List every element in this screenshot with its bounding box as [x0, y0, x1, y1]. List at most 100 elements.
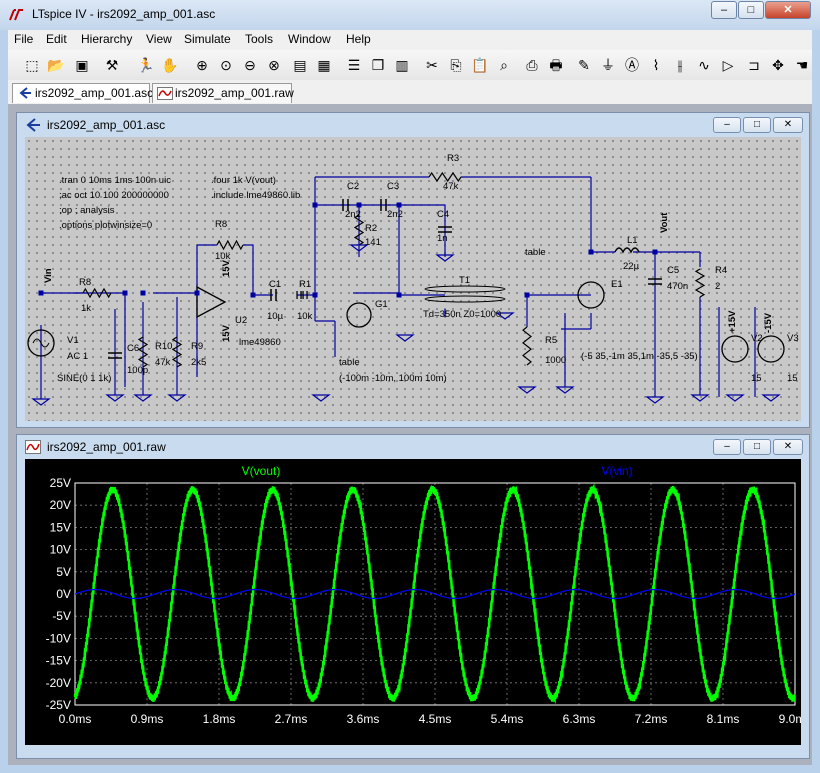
junction [396, 292, 402, 298]
resistor-r5 [522, 326, 532, 366]
diode-icon[interactable]: ▷ [722, 57, 734, 73]
junction [312, 202, 318, 208]
junction [140, 290, 146, 296]
label-v3_val: 15 [787, 373, 798, 384]
schematic-restore-button[interactable]: □ [743, 117, 771, 133]
capacitor-c2 [342, 199, 349, 211]
print-icon[interactable]: 🖶 [549, 57, 563, 73]
cascade-icon[interactable]: ❐ [371, 57, 385, 73]
menu-simulate[interactable]: Simulate [184, 32, 231, 46]
drag-icon[interactable]: ☚ [795, 57, 809, 73]
zoom-pan-icon[interactable]: ⊙ [220, 57, 232, 73]
find-icon[interactable]: ⌕ [500, 57, 508, 73]
spice-directive: .include lme49860.lib [211, 190, 300, 201]
x-tick-label: 5.4ms [491, 712, 524, 726]
minimize-button[interactable]: – [711, 1, 737, 19]
capacitor-icon[interactable]: ⫲ [677, 57, 683, 73]
y-tick-label: -10V [46, 631, 71, 645]
tab-waveform-label: irs2092_amp_001.raw [175, 86, 294, 100]
halt-icon[interactable]: ✋ [161, 57, 179, 73]
move-icon[interactable]: ✥ [772, 57, 784, 73]
menu-tools[interactable]: Tools [245, 32, 274, 46]
zoom-out-icon[interactable]: ⊖ [244, 57, 256, 73]
tab-waveform[interactable]: irs2092_amp_001.raw [152, 83, 294, 103]
label-c4_val: 1n [437, 233, 448, 244]
menu-edit[interactable]: Edit [46, 32, 67, 46]
capacitor-c5 [648, 278, 662, 285]
spice-directive: .tran 0 10ms 1ms 100n uic [59, 175, 171, 186]
tile-vertical-icon[interactable]: ▥ [395, 57, 409, 73]
waveform-icon[interactable]: ▦ [317, 57, 331, 73]
ground-icon [167, 394, 187, 402]
schematic-canvas[interactable]: .tran 0 10ms 1ms 100n uic;ac oct 10 100 … [25, 137, 801, 421]
series-line-vin [74, 589, 796, 599]
y-tick-label: -5V [52, 609, 71, 623]
maximize-button[interactable]: □ [738, 1, 764, 19]
tile-horizontal-icon[interactable]: ☰ [347, 57, 361, 73]
new-schematic-icon[interactable]: ⬚ [25, 57, 39, 73]
run-icon[interactable]: 🏃 [137, 57, 155, 73]
ground-icon [133, 394, 153, 402]
close-button[interactable]: ✕ [765, 1, 811, 19]
ground-icon [517, 386, 537, 394]
x-tick-label: 4.5ms [419, 712, 452, 726]
label-r4_val: 2 [715, 281, 720, 292]
ltspice-logo-icon [9, 9, 23, 21]
waveform-close-button[interactable]: ✕ [773, 439, 803, 455]
legend-vout: V(vout) [242, 464, 281, 478]
autoscale-icon[interactable]: ▤ [293, 57, 307, 73]
resistor-icon[interactable]: ⌇ [652, 57, 660, 73]
capacitor-c3 [380, 199, 387, 211]
tab-schematic[interactable]: irs2092_amp_001.asc [12, 83, 153, 103]
menu-hierarchy[interactable]: Hierarchy [81, 32, 133, 46]
label-c2_val: 2n2 [345, 209, 361, 220]
schematic-drawing[interactable]: .tran 0 10ms 1ms 100n uic;ac oct 10 100 … [25, 137, 801, 421]
source-v2 [721, 335, 749, 363]
component-icon[interactable]: ⊐ [748, 57, 760, 73]
title-bar: LTspice IV - irs2092_amp_001.asc – □ ✕ [0, 0, 820, 30]
label-c3_val: 2n2 [387, 209, 403, 220]
schematic-minimize-button[interactable]: – [713, 117, 741, 133]
zoom-in-icon[interactable]: ⊕ [196, 57, 208, 73]
label-c4: C4 [437, 209, 449, 220]
menu-window[interactable]: Window [288, 32, 331, 46]
zoom-cancel-icon[interactable]: ⊗ [268, 57, 280, 73]
y-tick-label: 15V [50, 520, 71, 534]
label-c1_val: 10µ [267, 311, 284, 322]
inductor-icon[interactable]: ∿ [698, 57, 710, 73]
label-t1: T1 [459, 275, 470, 286]
waveform-icon [157, 87, 173, 100]
label-icon[interactable]: Ⓐ [625, 57, 639, 73]
open-icon[interactable]: 📂 [47, 57, 65, 73]
ground-icon [555, 386, 575, 394]
waveform-restore-button[interactable]: □ [743, 439, 771, 455]
ground-icon[interactable]: ⏚ [601, 57, 615, 73]
save-icon[interactable]: ▣ [75, 57, 89, 73]
label-r8a: R8 [79, 277, 91, 288]
control-panel-icon[interactable]: ⚒ [105, 57, 119, 73]
label-r5: R5 [545, 335, 557, 346]
menu-help[interactable]: Help [346, 32, 371, 46]
copy-icon[interactable]: ⎘ [450, 57, 462, 73]
schematic-close-button[interactable]: ✕ [773, 117, 803, 133]
menu-view[interactable]: View [146, 32, 172, 46]
label-v1_sine: SINE(0 1 1k) [57, 373, 111, 384]
spice-directive: .four 1k V(vout) [211, 175, 276, 186]
y-tick-label: -25V [46, 698, 71, 712]
paste-icon[interactable]: 📋 [471, 57, 489, 73]
label-r1_val: 10k [297, 311, 313, 322]
waveform-minimize-button[interactable]: – [713, 439, 741, 455]
x-tick-label: 1.8ms [203, 712, 236, 726]
print-setup-icon[interactable]: ⎙ [526, 57, 538, 73]
pencil-icon[interactable]: ✎ [578, 57, 590, 73]
label-v15b: 15V [221, 324, 232, 342]
cut-icon[interactable]: ✂ [426, 57, 438, 73]
spice-directive: .options plotwinsize=0 [59, 220, 152, 231]
capacitor-c4 [438, 226, 452, 233]
menu-file[interactable]: File [14, 32, 34, 46]
schematic-window-title: irs2092_amp_001.asc [47, 118, 166, 132]
junction [588, 249, 594, 255]
y-tick-label: 0V [56, 587, 71, 601]
